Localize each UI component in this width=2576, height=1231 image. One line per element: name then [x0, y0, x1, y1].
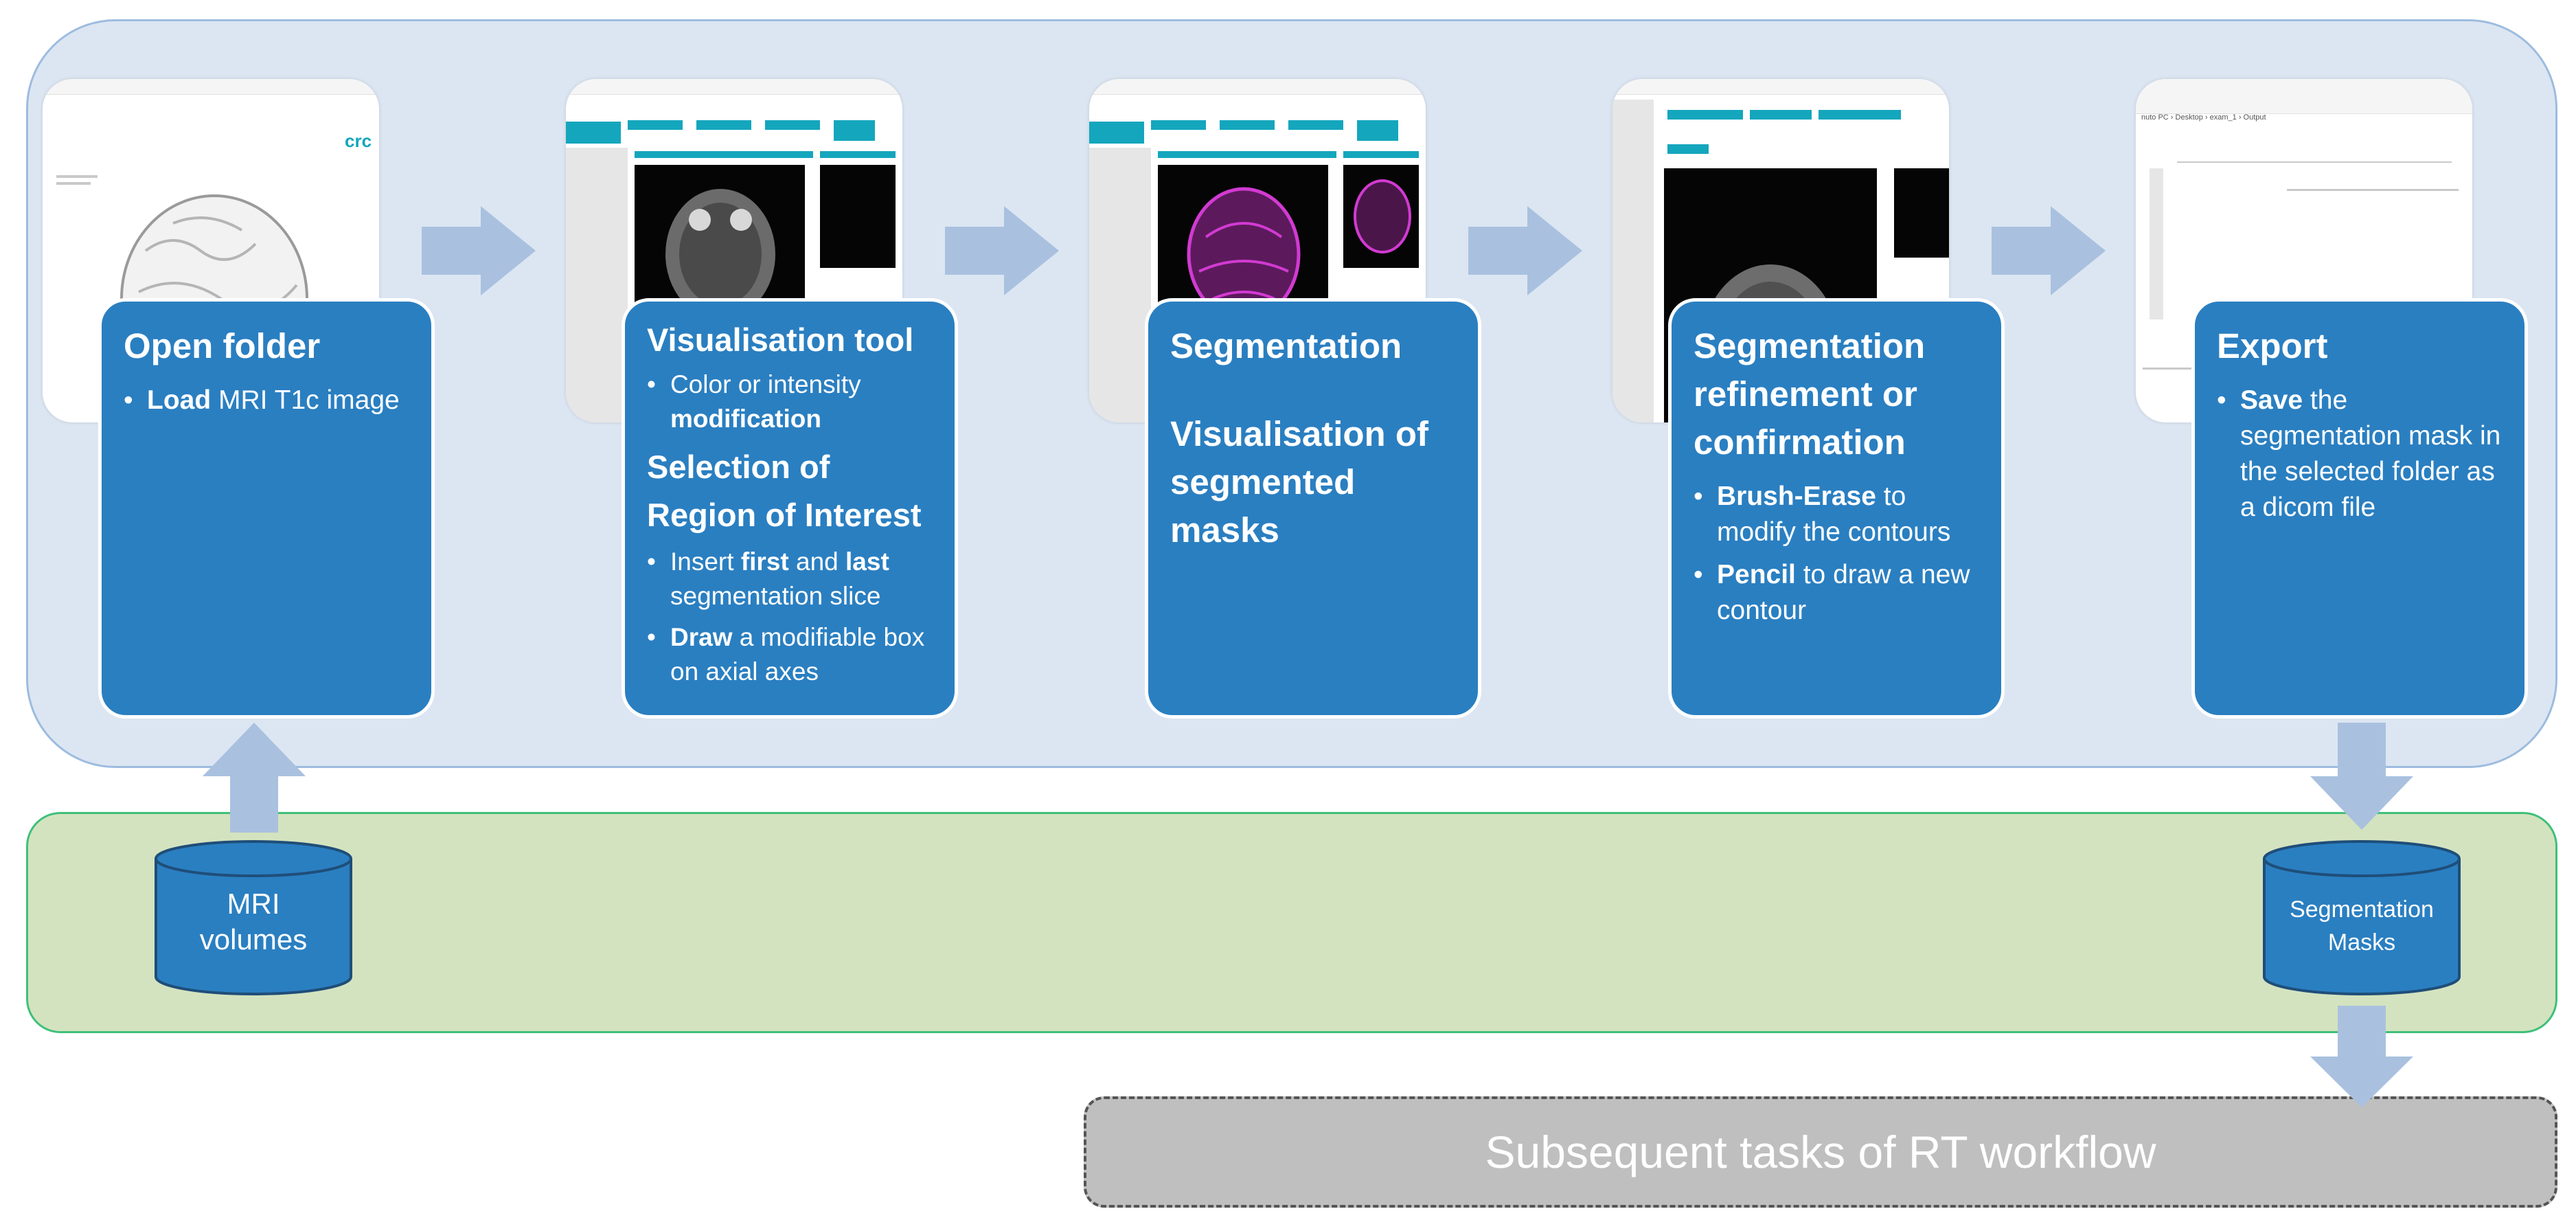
- storage-panel: [26, 812, 2557, 1033]
- bullet-text: Color or intensity: [670, 370, 861, 398]
- bullet-bold: Draw: [670, 623, 733, 651]
- bullet-text: segmentation slice: [670, 582, 881, 610]
- bullet-text: a modifiable box on axial axes: [670, 623, 925, 686]
- bullet-bold: first: [740, 547, 789, 576]
- step-title: Visualisation tool: [647, 321, 914, 358]
- segmentation-masks-database: Segmentation Masks: [2262, 839, 2461, 997]
- step-subtitle: Selection of Region of Interest: [647, 449, 922, 533]
- database-label: Segmentation Masks: [2290, 896, 2434, 956]
- step-open-folder: Open folder Load MRI T1c image: [98, 298, 435, 719]
- arrow-up-icon: [203, 723, 306, 833]
- bullet-bold: modification: [670, 405, 821, 433]
- rt-workflow-box: Subsequent tasks of RT workflow: [1084, 1096, 2557, 1208]
- bullet-text: to draw a new contour: [1717, 560, 1970, 625]
- bullet-bold: last: [845, 547, 889, 576]
- step-title: Segmentation: [1170, 326, 1402, 365]
- bullet-text: MRI T1c image: [211, 385, 400, 415]
- step-refinement: Segmentation refinement or confirmation …: [1668, 298, 2005, 719]
- mri-volumes-database: MRI volumes: [154, 839, 353, 997]
- arrow-right-icon: [1992, 206, 2106, 295]
- step-export: Export Save the segmentation mask in the…: [2191, 298, 2528, 719]
- bullet-bold: Load: [147, 385, 212, 415]
- rt-workflow-label: Subsequent tasks of RT workflow: [1485, 1127, 2156, 1177]
- database-label: MRI volumes: [199, 888, 308, 956]
- bullet-text: and: [788, 547, 846, 576]
- database-icon: [2263, 840, 2461, 995]
- arrow-down-icon: [2310, 1006, 2413, 1107]
- step-subtitle: Visualisation of segmented masks: [1170, 414, 1428, 550]
- step-title: Open folder: [124, 326, 321, 365]
- bullet-text: the segmentation mask in the selected fo…: [2240, 385, 2501, 522]
- step-visualisation: Visualisation tool Color or intensity mo…: [622, 298, 958, 719]
- database-icon: [155, 840, 352, 995]
- arrow-down-icon: [2310, 723, 2413, 830]
- step-title: Export: [2217, 326, 2328, 365]
- step-segmentation: Segmentation Visualisation of segmented …: [1145, 298, 1481, 719]
- bullet-text: Insert: [670, 547, 741, 576]
- bullet-bold: Save: [2240, 385, 2303, 415]
- bullet-bold: Brush-Erase: [1717, 482, 1876, 511]
- arrow-right-icon: [945, 206, 1059, 295]
- arrow-right-icon: [422, 206, 536, 295]
- step-title: Segmentation refinement or confirmation: [1694, 326, 1926, 462]
- arrow-right-icon: [1468, 206, 1582, 295]
- bullet-bold: Pencil: [1717, 560, 1796, 589]
- bullet-text: to modify the contours: [1717, 482, 1951, 547]
